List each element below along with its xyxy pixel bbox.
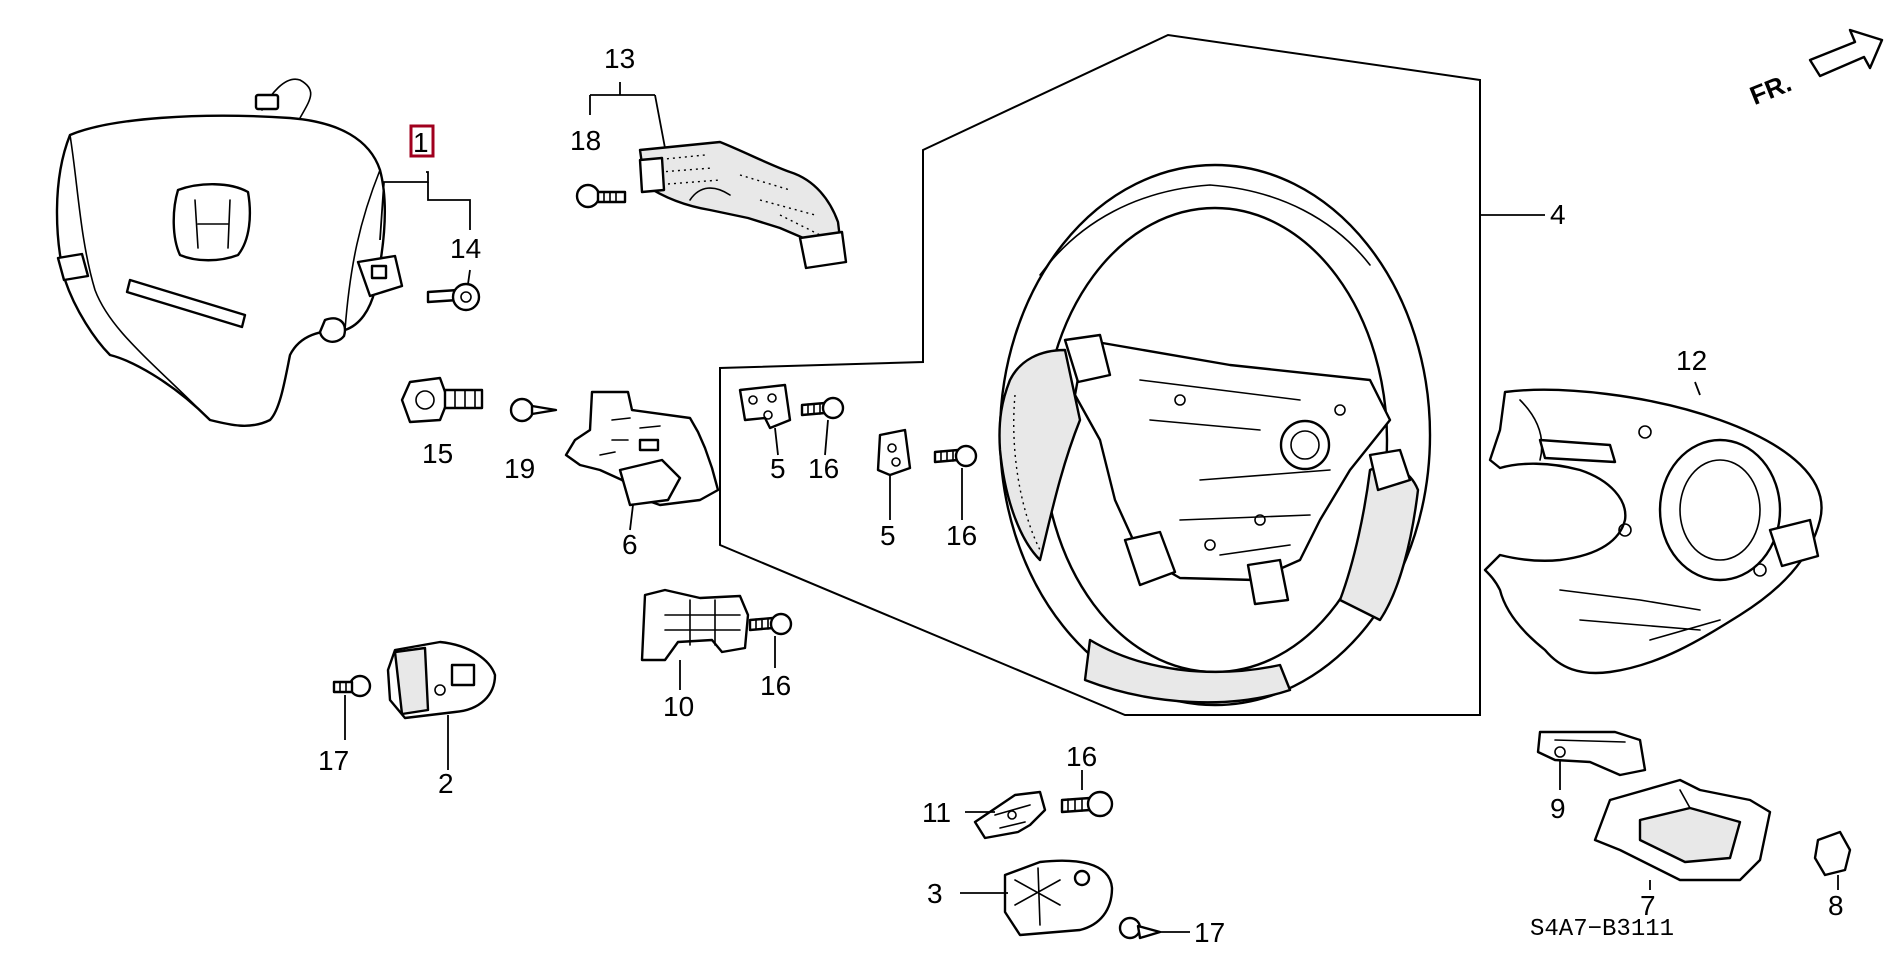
clip-5a[interactable]: [738, 383, 792, 430]
callout-14[interactable]: 14: [450, 233, 481, 264]
callout-13[interactable]: 13: [604, 43, 635, 74]
front-direction-arrow: FR.: [1745, 28, 1884, 111]
callout-15[interactable]: 15: [422, 438, 453, 469]
highlight-box: [409, 124, 435, 158]
steering-wheel-4[interactable]: [998, 163, 1432, 707]
callout-3[interactable]: 3: [927, 878, 943, 909]
callout-2[interactable]: 2: [438, 768, 454, 799]
callout-5a[interactable]: 5: [770, 453, 786, 484]
callout-12[interactable]: 12: [1676, 345, 1707, 376]
callout-10[interactable]: 10: [663, 691, 694, 722]
switch-3[interactable]: [1003, 859, 1114, 937]
screw-19[interactable]: [509, 397, 558, 423]
bolt-14[interactable]: [426, 282, 481, 312]
screw-17b[interactable]: [1118, 916, 1162, 940]
nut-15[interactable]: [400, 376, 484, 424]
callout-1[interactable]: 1: [413, 127, 429, 158]
callout-9[interactable]: 9: [1550, 793, 1566, 824]
callout-5b[interactable]: 5: [880, 520, 896, 551]
callout-16d[interactable]: 16: [1066, 741, 1097, 772]
bracket-11[interactable]: [973, 790, 1047, 840]
clip-8[interactable]: [1813, 830, 1852, 877]
front-direction-label: FR.: [1745, 67, 1795, 111]
diagram-code: S4A7−B3111: [1530, 916, 1674, 943]
callout-11[interactable]: 11: [922, 797, 951, 828]
callout-18[interactable]: 18: [570, 125, 601, 156]
cover-9[interactable]: [1536, 730, 1647, 777]
assembly-outline: [719, 33, 1481, 716]
screw-18[interactable]: [575, 183, 627, 209]
airbag-module[interactable]: [55, 78, 404, 427]
callout-16c[interactable]: 16: [760, 670, 791, 701]
bolt-16c[interactable]: [748, 612, 793, 636]
bracket-10[interactable]: [640, 588, 750, 662]
bolt-16a[interactable]: [800, 396, 845, 420]
screw-17a[interactable]: [332, 674, 372, 698]
bracket-6[interactable]: [564, 390, 720, 507]
harness-13[interactable]: [638, 140, 848, 270]
callout-19[interactable]: 19: [504, 453, 535, 484]
rear-cover-12[interactable]: [1483, 388, 1823, 675]
callout-17b[interactable]: 17: [1194, 917, 1225, 948]
callout-8[interactable]: 8: [1828, 890, 1844, 921]
callout-7[interactable]: 7: [1640, 890, 1656, 921]
switch-2[interactable]: [386, 640, 497, 720]
callout-16a[interactable]: 16: [808, 453, 839, 484]
bolt-16b[interactable]: [933, 444, 978, 468]
clip-5b[interactable]: [876, 428, 912, 477]
callout-6[interactable]: 6: [622, 529, 638, 560]
bolt-16d[interactable]: [1060, 790, 1114, 818]
cover-7[interactable]: [1593, 778, 1772, 882]
callout-16b[interactable]: 16: [946, 520, 977, 551]
callout-4[interactable]: 4: [1550, 199, 1566, 230]
callout-17a[interactable]: 17: [318, 745, 349, 776]
